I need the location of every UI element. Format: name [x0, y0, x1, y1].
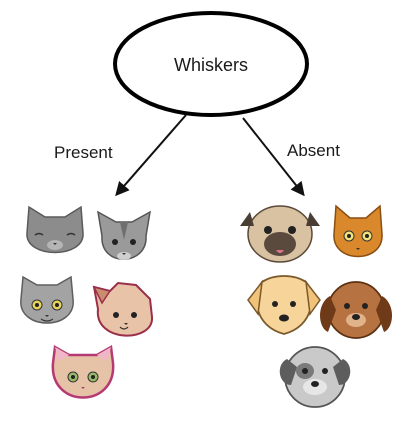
- absent-branch-arrow: [242, 117, 305, 197]
- present-branch-arrow: [115, 114, 187, 197]
- orange-cat-icon: [333, 204, 383, 258]
- gray-cat-icon: [26, 205, 84, 254]
- present-branch-label: Present: [54, 143, 113, 162]
- pug-dog-icon: [240, 205, 320, 263]
- root-node: Whiskers: [113, 11, 309, 117]
- silver-cat-icon: [97, 210, 151, 260]
- absent-branch-label: Absent: [287, 141, 340, 160]
- absent-group: [240, 204, 392, 408]
- tan-cat-icon: [92, 281, 154, 337]
- root-node-ellipse: [113, 11, 309, 117]
- yellow-dog-icon: [247, 275, 321, 335]
- gray-persian-cat-icon: [20, 275, 74, 324]
- root-node-label: Whiskers: [174, 55, 248, 75]
- brown-dog-icon: [320, 281, 392, 339]
- pink-cat-icon: [51, 344, 115, 399]
- present-group: [20, 205, 154, 399]
- gray-dog-icon: [279, 346, 351, 408]
